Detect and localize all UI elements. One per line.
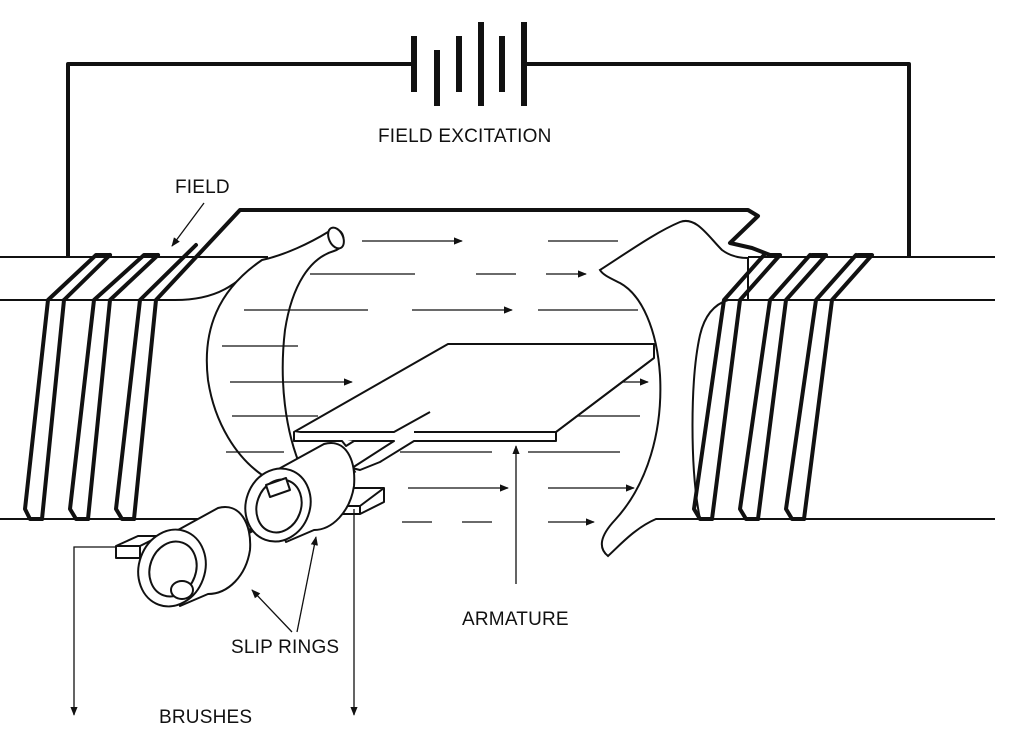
slip-rings-label: SLIP RINGS xyxy=(231,637,340,658)
slip-rings-and-brushes xyxy=(115,442,385,608)
field-leader xyxy=(171,202,205,247)
slip-ring-leader-2 xyxy=(296,536,318,633)
armature-label: ARMATURE xyxy=(462,609,569,630)
leader-lines xyxy=(70,202,520,716)
armature-loop xyxy=(246,343,655,535)
field-coils-left xyxy=(23,208,772,521)
field-label: FIELD xyxy=(175,177,230,198)
excitation-wire-left xyxy=(66,62,414,256)
slip-ring-leader-1 xyxy=(251,589,293,633)
field-coils-right xyxy=(692,253,874,521)
brush-lead-left xyxy=(70,546,116,716)
excitation-wire-right xyxy=(524,62,911,256)
north-pole-piece xyxy=(205,226,345,483)
field-excitation-label: FIELD EXCITATION xyxy=(378,126,552,147)
battery-icon xyxy=(411,22,527,106)
excitation-circuit xyxy=(66,22,911,256)
brushes-label: BRUSHES xyxy=(159,707,253,728)
south-pole-piece xyxy=(598,219,749,558)
